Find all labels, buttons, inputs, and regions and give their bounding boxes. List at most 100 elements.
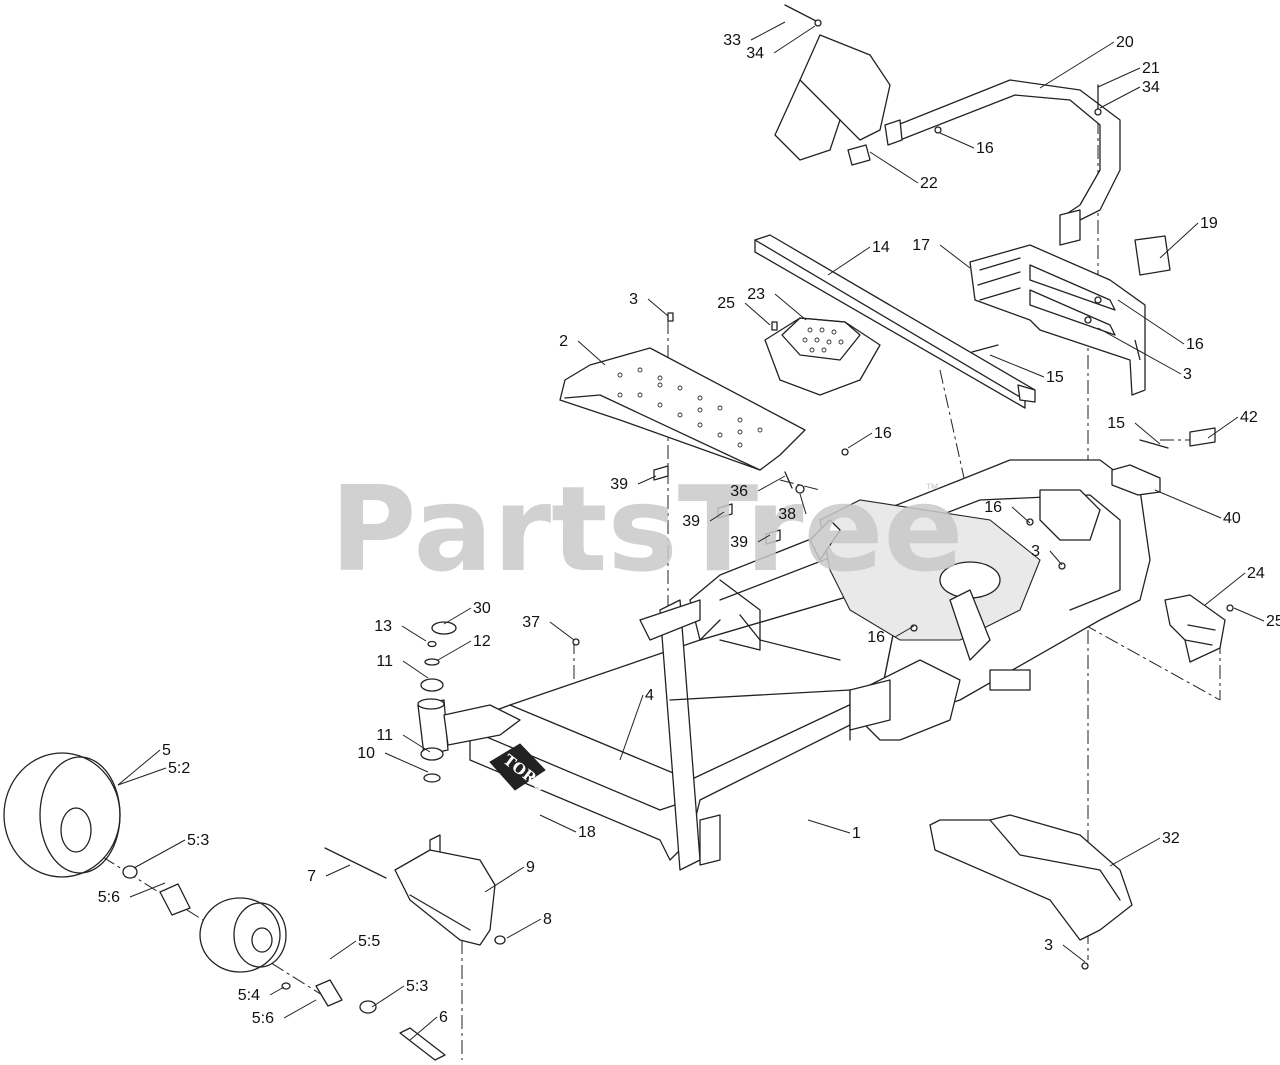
callout-c3b: 3 [1183, 366, 1192, 383]
callout-c12: 12 [473, 633, 491, 650]
callout-c37: 37 [522, 614, 540, 631]
callout-leader-c5 [117, 749, 161, 786]
callout-leader-c16e [894, 625, 915, 638]
callout-leader-c9 [484, 866, 525, 893]
seat-plate [559, 347, 806, 471]
callout-c25a: 25 [717, 295, 735, 312]
callout-leader-c13 [401, 625, 427, 642]
callout-leader-c19 [1159, 222, 1199, 259]
side-shield [1164, 594, 1226, 663]
callout-leader-c39b [709, 511, 725, 522]
rops-bar [847, 79, 1121, 246]
callout-leader-c3b [1097, 327, 1182, 375]
callout-c5: 5 [162, 742, 171, 759]
callout-leader-c3a [647, 298, 669, 317]
callout-leader-c24 [1204, 572, 1246, 606]
callout-c16e: 16 [867, 629, 885, 646]
callout-leader-c37 [549, 621, 575, 641]
callout-c19: 19 [1200, 215, 1218, 232]
callout-leader-c2 [577, 340, 606, 366]
callout-leader-c3d [1062, 944, 1086, 963]
callout-leader-c40 [1154, 489, 1222, 519]
callout-leader-c11a [402, 660, 429, 679]
callout-c53a: 5:3 [187, 832, 209, 849]
callout-leader-c30 [443, 607, 472, 625]
callout-leader-c38 [799, 493, 807, 515]
callout-leader-c15a [989, 354, 1045, 378]
callout-c39c: 39 [730, 534, 748, 551]
belt-cover [929, 814, 1133, 941]
callout-c40: 40 [1223, 510, 1241, 527]
callout-c23: 23 [747, 286, 765, 303]
rear-grille [764, 317, 881, 396]
callout-c39b: 39 [682, 513, 700, 530]
callout-c54: 5:4 [238, 987, 260, 1004]
callout-c33: 33 [723, 32, 741, 49]
decal-42 [1189, 427, 1216, 447]
callout-leader-c12 [437, 640, 472, 661]
callout-leader-c52 [117, 767, 167, 786]
callout-leader-c8 [506, 918, 542, 939]
watermark-trademark: ™ [925, 480, 939, 496]
side-panel [969, 244, 1146, 396]
hardware [572, 4, 1234, 970]
callout-c53b: 5:3 [406, 978, 428, 995]
callout-c20: 20 [1116, 34, 1134, 51]
callout-leader-c34a [773, 25, 816, 54]
callout-c55: 5:5 [358, 933, 380, 950]
callout-leader-c34b [1099, 86, 1141, 109]
callout-c10: 10 [357, 745, 375, 762]
callout-c24: 24 [1247, 565, 1265, 582]
callout-c2: 2 [559, 333, 568, 350]
callout-leader-c16d [1011, 506, 1031, 524]
callout-leader-c14 [827, 246, 871, 276]
callout-leader-c4 [619, 694, 644, 761]
callout-leader-c23 [774, 293, 807, 321]
callout-c11a: 11 [376, 653, 393, 670]
callout-c3d: 3 [1044, 937, 1053, 954]
callout-leader-c55 [329, 940, 357, 960]
callout-c16b: 16 [1186, 336, 1204, 353]
callout-leader-c56a [129, 882, 166, 898]
caster-wheel [3, 752, 506, 1061]
callout-leader-c1 [807, 819, 851, 834]
cross-bar [754, 234, 1036, 409]
callout-c8: 8 [543, 911, 552, 928]
callout-c16a: 16 [976, 140, 994, 157]
callout-leader-c6 [409, 1016, 438, 1041]
main-frame [469, 459, 1151, 871]
callout-leader-c32 [1109, 837, 1161, 867]
callout-c7: 7 [307, 868, 316, 885]
callout-c15b: 15 [1107, 415, 1125, 432]
callout-leader-c18 [539, 814, 577, 833]
callout-leader-c25b [1233, 607, 1265, 622]
callout-leader-c7 [325, 864, 351, 877]
callout-c34b: 34 [1142, 79, 1160, 96]
callout-leader-c22 [869, 151, 919, 184]
callout-leader-c42 [1207, 416, 1239, 439]
callout-leader-c16a [939, 132, 975, 149]
callout-leader-c33 [750, 21, 786, 41]
callout-c1: 1 [852, 825, 861, 842]
callout-c3c: 3 [1031, 543, 1040, 560]
callout-leader-c21 [1097, 67, 1141, 88]
callout-c3a: 3 [629, 291, 638, 308]
callout-c22: 22 [920, 175, 938, 192]
callout-c9: 9 [526, 859, 535, 876]
callout-c16c: 16 [874, 425, 892, 442]
callout-leader-c36 [757, 475, 786, 492]
callout-leader-c10 [384, 752, 429, 773]
decal-19 [1134, 235, 1171, 276]
callout-c17: 17 [912, 237, 930, 254]
callout-c25b: 25 [1266, 613, 1280, 630]
callout-c15a: 15 [1046, 369, 1064, 386]
callout-leader-c39a [637, 475, 657, 485]
callout-leader-c53b [371, 985, 405, 1008]
callout-c52: 5:2 [168, 760, 190, 777]
callout-c14: 14 [872, 239, 890, 256]
callout-c38: 38 [778, 506, 796, 523]
callout-c21: 21 [1142, 60, 1160, 77]
callout-leader-c25a [744, 302, 771, 326]
